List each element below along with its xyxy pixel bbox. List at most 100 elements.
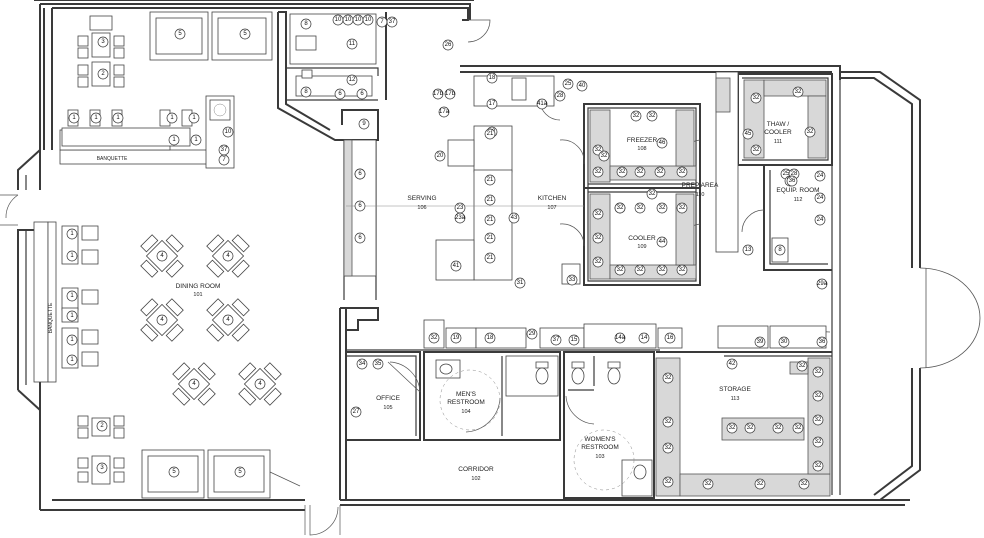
- equipment-tag-circle: [576, 80, 588, 92]
- equipment-tag: 32: [616, 166, 628, 178]
- equipment-tag-label: 42: [729, 361, 736, 367]
- equipment-tag-circle: [354, 200, 366, 212]
- equipment-tag: 42: [726, 358, 738, 370]
- equipment-tag: 2: [97, 68, 109, 80]
- equipment-tag: 32: [792, 422, 804, 434]
- equipment-tag-label: 32: [679, 205, 686, 211]
- equipment-tag-circle: [750, 92, 762, 104]
- equipment-tag: 32: [646, 110, 658, 122]
- room-office-number: 105: [383, 405, 392, 411]
- equipment-tag-circle: [239, 28, 251, 40]
- equipment-tag-circle: [792, 86, 804, 98]
- equipment-tag: 1: [66, 290, 78, 302]
- room-storage-name: STORAGE: [719, 386, 751, 393]
- equipment-tag: 6: [334, 88, 346, 100]
- equipment-tag-circle: [662, 442, 674, 454]
- room-storage-number: 113: [731, 396, 740, 402]
- equipment-tag: 19: [450, 332, 462, 344]
- equipment-tag: 32: [676, 264, 688, 276]
- equipment-tag-circle: [90, 112, 102, 124]
- equipment-tag-circle: [754, 478, 766, 490]
- room-thaw-number: 111: [774, 139, 782, 145]
- equipment-tag: 32: [792, 86, 804, 98]
- equipment-tag-label: 32: [807, 129, 814, 135]
- equipment-tag-label: 32: [617, 267, 624, 273]
- equipment-tag-label: 27: [353, 409, 360, 415]
- equipment-tag-label: 37: [221, 147, 228, 153]
- equipment-tag: 13: [742, 244, 754, 256]
- equipment-tag-label: 10: [345, 17, 352, 23]
- equipment-tag-label: 1: [94, 115, 98, 121]
- equipment-tag-circle: [450, 332, 462, 344]
- equipment-tag: 32: [812, 460, 824, 472]
- equipment-tag-circle: [190, 134, 202, 146]
- equipment-tag-label: 18: [487, 335, 494, 341]
- equipment-tag: 7: [376, 16, 388, 28]
- equipment-tag-circle: [630, 110, 642, 122]
- equipment-tag: 5: [168, 466, 180, 478]
- equipment-tag-label: 8: [304, 89, 308, 95]
- equipment-tag-circle: [792, 422, 804, 434]
- equipment-tag-circle: [614, 264, 626, 276]
- equipment-tag-circle: [168, 466, 180, 478]
- equipment-tag-circle: [484, 332, 496, 344]
- equipment-tag: 30: [778, 336, 790, 348]
- equipment-tag-circle: [218, 154, 230, 166]
- room-corridor-number: 102: [471, 476, 480, 482]
- equipment-tag: 21: [484, 194, 496, 206]
- equipment-tag-label: 10: [225, 129, 232, 135]
- equipment-tag: 24: [814, 192, 826, 204]
- equipment-tag: 8: [300, 86, 312, 98]
- equipment-tag-circle: [166, 112, 178, 124]
- room-corridor-name: CORRIDOR: [458, 466, 494, 473]
- equipment-tag-label: 32: [679, 169, 686, 175]
- equipment-tag: 32: [750, 144, 762, 156]
- equipment-tag-label: 17a: [439, 109, 450, 115]
- equipment-tag-label: 32: [595, 259, 602, 265]
- equipment-tag-circle: [634, 166, 646, 178]
- equipment-tag: 1: [90, 112, 102, 124]
- equipment-tag-circle: [634, 264, 646, 276]
- equipment-tag-circle: [354, 168, 366, 180]
- equipment-tag: 25: [562, 78, 574, 90]
- equipment-tag-label: 1: [172, 137, 176, 143]
- equipment-tag-circle: [96, 420, 108, 432]
- equipment-tag: 32: [614, 202, 626, 214]
- equipment-tag-circle: [592, 232, 604, 244]
- equipment-tag-circle: [434, 150, 446, 162]
- equipment-tag-label: 23: [457, 205, 464, 211]
- equipment-tag: 45: [742, 128, 754, 140]
- equipment-tag-label: 10: [365, 17, 372, 23]
- room-cooler-number: 109: [637, 244, 646, 250]
- equipment-tag: 46: [656, 137, 668, 149]
- equipment-tag: 36: [816, 336, 828, 348]
- equipment-tag: 11: [346, 38, 358, 50]
- room-freezer-name: FREEZER: [627, 137, 658, 144]
- equipment-tag-label: 16: [667, 335, 674, 341]
- equipment-tag-label: 33: [569, 277, 576, 283]
- equipment-tag-circle: [112, 112, 124, 124]
- equipment-tag-circle: [654, 166, 666, 178]
- equipment-tag-circle: [234, 466, 246, 478]
- equipment-tag-circle: [814, 170, 826, 182]
- equipment-tag: 4: [254, 378, 266, 390]
- equipment-tag: 41a: [536, 98, 548, 110]
- equipment-tag-circle: [676, 202, 688, 214]
- equipment-tag: 32: [772, 422, 784, 434]
- equipment-tag: 31: [514, 277, 526, 289]
- equipment-tag-circle: [484, 214, 496, 226]
- equipment-tag: 32: [662, 372, 674, 384]
- equipment-tag-label: 32: [815, 393, 822, 399]
- equipment-tag: 4: [156, 314, 168, 326]
- equipment-tag: 5: [234, 466, 246, 478]
- equipment-tag-circle: [97, 36, 109, 48]
- equipment-tag-label: 32: [665, 445, 672, 451]
- equipment-tag-label: 41: [453, 263, 460, 269]
- equipment-tag: 21: [484, 128, 496, 140]
- equipment-tag: 34: [356, 358, 368, 370]
- equipment-tag-label: 19: [453, 335, 460, 341]
- equipment-tag: 32: [592, 166, 604, 178]
- equipment-tag: 32: [676, 202, 688, 214]
- equipment-tag-label: 11: [349, 41, 356, 47]
- equipment-tag-label: 29a: [817, 281, 828, 287]
